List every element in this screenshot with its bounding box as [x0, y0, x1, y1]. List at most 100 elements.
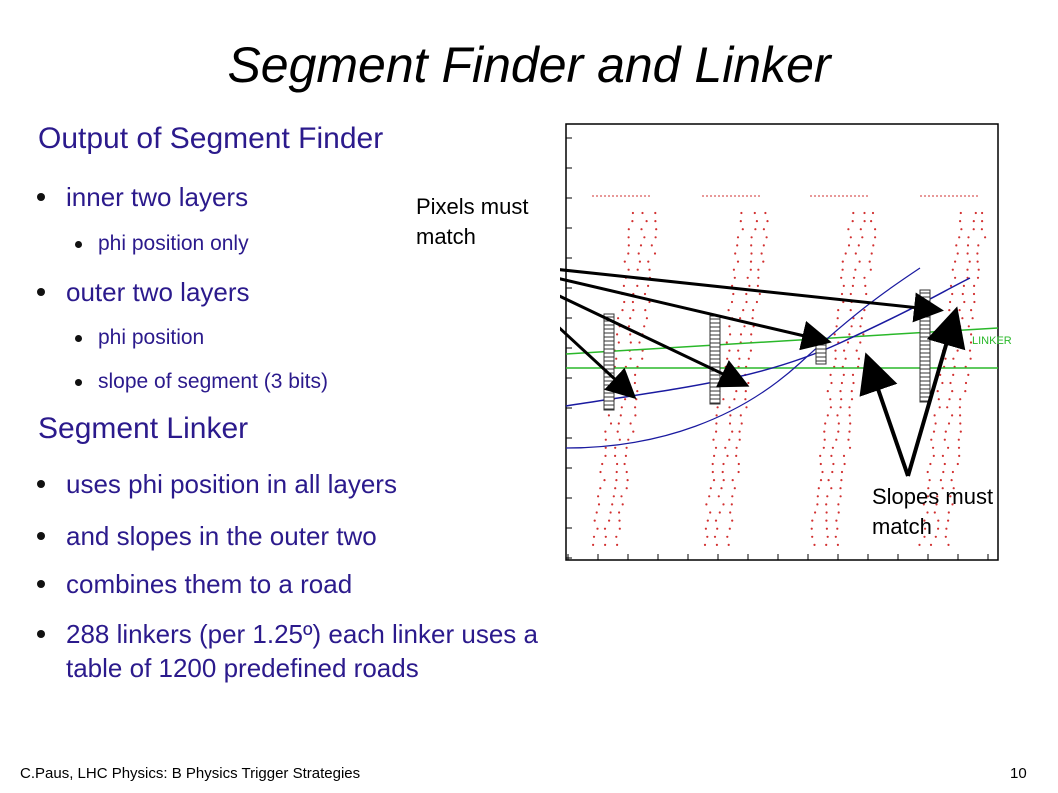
hit-dot	[625, 487, 628, 490]
hit-dot	[750, 252, 753, 255]
hit-dot	[823, 438, 826, 441]
annotation-pixels-must-match: Pixels must match	[416, 194, 529, 249]
hit-dot	[705, 503, 708, 506]
hit-dot	[858, 260, 861, 263]
hit-dot	[959, 325, 962, 328]
hit-dot	[950, 479, 953, 482]
hit-dot	[623, 300, 626, 304]
hit-dot	[622, 284, 625, 287]
hit-dot	[827, 479, 830, 482]
hit-dot	[837, 511, 840, 514]
hit-dot	[836, 317, 839, 320]
hit-dot	[737, 470, 740, 474]
hit-dot	[976, 260, 979, 263]
hit-dot	[632, 309, 635, 312]
hit-dot	[752, 309, 755, 312]
hit-dot	[849, 236, 852, 239]
hit-dot	[734, 373, 738, 376]
hit-dot	[592, 535, 596, 538]
hit-dot	[726, 357, 729, 360]
hit-dot	[742, 309, 745, 312]
hit-dot	[762, 260, 765, 263]
hit-dot	[836, 527, 839, 530]
hit-dot	[941, 381, 944, 385]
segment-block	[603, 313, 615, 411]
hit-dot	[854, 268, 857, 271]
hit-dot	[631, 220, 634, 223]
hit-dot	[706, 519, 709, 522]
hit-dot	[977, 244, 980, 247]
hit-dot	[597, 495, 600, 498]
hit-dot	[616, 333, 619, 336]
hit-dot	[728, 349, 731, 352]
hit-dot	[933, 511, 936, 514]
hit-dot	[819, 462, 822, 466]
hit-dot	[721, 381, 724, 385]
hit-dot	[947, 422, 951, 425]
hit-dot	[862, 333, 865, 336]
linker-figure: LINKER	[560, 123, 1012, 561]
hit-dot	[848, 414, 851, 417]
figure-axis-ticks	[566, 137, 989, 560]
hit-dot	[617, 422, 620, 425]
hit-dot	[728, 325, 731, 328]
hit-dot	[621, 309, 624, 312]
hit-dot	[863, 309, 866, 312]
hit-dot	[840, 398, 843, 401]
hit-dot	[593, 519, 596, 522]
hit-dot	[643, 236, 646, 239]
hit-dot	[850, 325, 853, 328]
hit-dot	[848, 430, 851, 433]
annotation-arrows	[560, 268, 966, 477]
hit-dot	[634, 373, 637, 376]
hit-dot	[655, 228, 658, 231]
bullet-combines-road: combines them to a road	[37, 567, 352, 601]
hit-dot	[930, 438, 933, 441]
hit-dot	[836, 414, 839, 417]
hit-dot	[840, 381, 843, 385]
hit-dot	[714, 446, 718, 449]
hit-dot	[744, 398, 747, 401]
hit-dot	[857, 244, 860, 247]
hit-dot	[631, 300, 634, 304]
bullet-inner-layers: inner two layers	[37, 180, 248, 214]
hit-dot	[618, 527, 621, 530]
hit-dot	[959, 414, 962, 417]
bullet-288-linkers: 288 linkers (per 1.25º) each linker uses…	[37, 617, 558, 685]
hit-dot	[648, 300, 651, 304]
hit-dot	[938, 406, 941, 409]
hit-dot	[635, 398, 638, 401]
hit-dot	[951, 292, 954, 296]
hit-dot	[639, 244, 643, 247]
hit-dot	[977, 268, 980, 271]
hit-dot	[747, 357, 750, 360]
hit-dot	[728, 527, 731, 530]
hit-dot	[826, 535, 829, 538]
hit-dot	[645, 220, 648, 223]
hit-dot	[939, 479, 942, 482]
hit-dot	[615, 535, 618, 538]
hit-dot	[826, 390, 829, 393]
track-curve-lower	[565, 267, 921, 449]
hit-dot	[612, 495, 615, 498]
hit-dot	[621, 503, 624, 506]
hit-dot	[939, 373, 942, 376]
hit-dot	[620, 495, 623, 498]
hit-dot	[711, 462, 714, 466]
hit-dot	[749, 260, 753, 263]
hit-dot	[864, 284, 867, 287]
hit-dot	[951, 414, 954, 417]
annotation-slopes-must-match: Slopes must match	[872, 484, 994, 539]
hit-dot	[750, 244, 753, 247]
hit-dot	[860, 317, 863, 320]
hit-dot	[857, 357, 860, 360]
hit-dot	[981, 220, 984, 223]
hit-dot	[821, 470, 824, 474]
hit-dot	[641, 357, 644, 360]
hit-dot	[750, 236, 753, 239]
hit-dot	[747, 381, 750, 385]
hit-dot	[949, 381, 952, 385]
hit-dot	[937, 527, 940, 530]
hit-dot	[810, 527, 813, 530]
hit-dot	[863, 211, 866, 215]
